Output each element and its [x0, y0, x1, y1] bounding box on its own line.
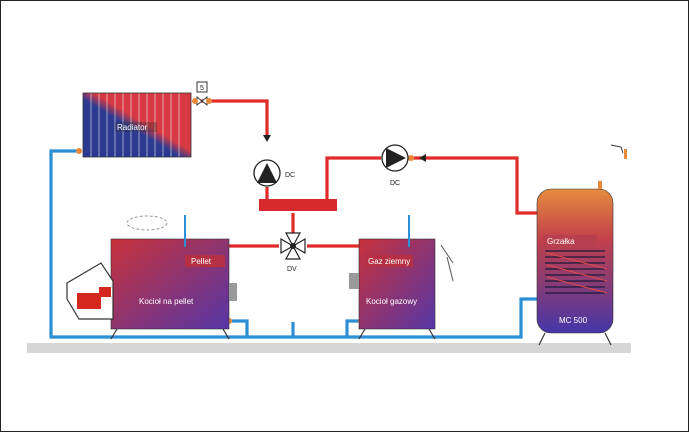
cold-return-pipes [49, 149, 541, 339]
tank-label: MC 500 [559, 316, 588, 325]
circulation-pump-top[interactable] [253, 159, 281, 187]
gas-boiler-label: Kocioł gazowy [366, 297, 417, 306]
pellet-panel-bg [185, 255, 225, 267]
tank-heater-label: Grzałka [547, 237, 575, 246]
gas-boiler [349, 238, 436, 340]
tank-heating-coil [545, 250, 608, 294]
distribution-manifold [259, 199, 337, 211]
radiator-label: Radiator [117, 123, 148, 132]
gas-boiler-flue [440, 244, 454, 282]
flow-arrow-left [419, 154, 426, 162]
flow-arrow-down [263, 135, 271, 142]
radiator [82, 92, 192, 158]
pellet-panel-label: Pellet [191, 257, 212, 266]
radiator-label-bg [115, 122, 157, 132]
storage-tank [536, 181, 614, 346]
gas-panel-label: Gaz ziemny [368, 257, 410, 266]
mixing-valve[interactable] [280, 232, 306, 260]
pump-right-label: DC [390, 180, 400, 187]
pellet-boiler-exhaust [126, 215, 168, 231]
pellet-boiler-label: Kocioł na pellet [139, 297, 194, 306]
pellet-boiler [110, 238, 237, 340]
floor [27, 343, 631, 353]
tank-heater-bg [543, 235, 597, 246]
pellet-feeder [66, 262, 114, 320]
pump-top-label: DC [285, 172, 295, 179]
gas-panel-bg [365, 255, 413, 267]
circulation-pump-right[interactable] [381, 144, 409, 172]
thermometer-icon [610, 144, 627, 159]
mixing-valve-label: DV [287, 266, 297, 273]
radiator-valve-tag: 5 [200, 85, 204, 92]
hot-supply-pipes [197, 99, 541, 248]
